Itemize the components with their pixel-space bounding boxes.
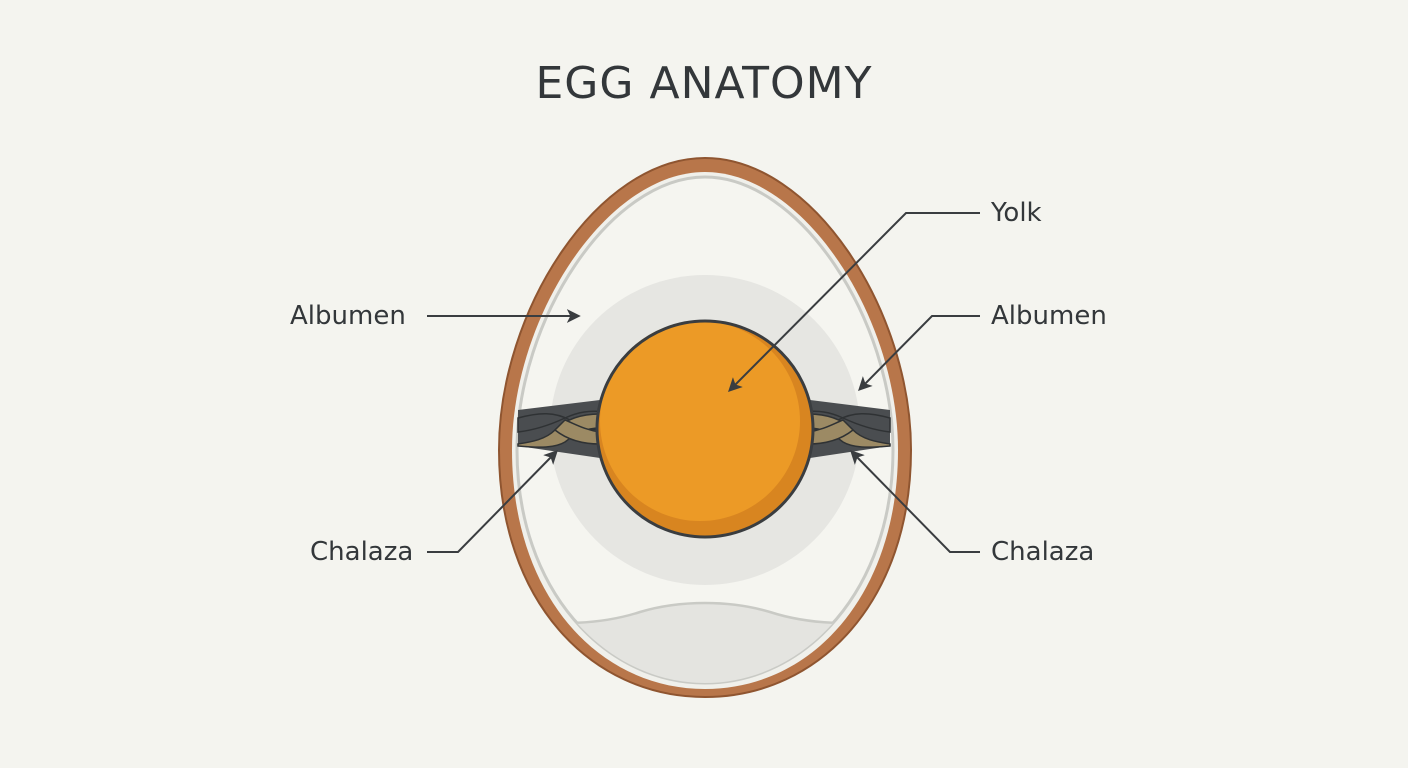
albumen-right-pointer (858, 315, 980, 391)
chalaza-left-pointer (427, 450, 558, 553)
yolk-pointer (728, 212, 980, 392)
diagram-title: EGG ANATOMY (535, 58, 873, 109)
label-chalaza-left: Chalaza (310, 537, 414, 567)
yolk (595, 319, 815, 539)
label-yolk: Yolk (991, 198, 1042, 228)
leader-lines (427, 212, 980, 553)
chalaza-right-rope (802, 400, 891, 458)
label-albumen-right: Albumen (991, 301, 1107, 331)
label-albumen-left: Albumen (290, 301, 406, 331)
chalaza-right-pointer (850, 450, 980, 553)
label-chalaza-right: Chalaza (991, 537, 1095, 567)
